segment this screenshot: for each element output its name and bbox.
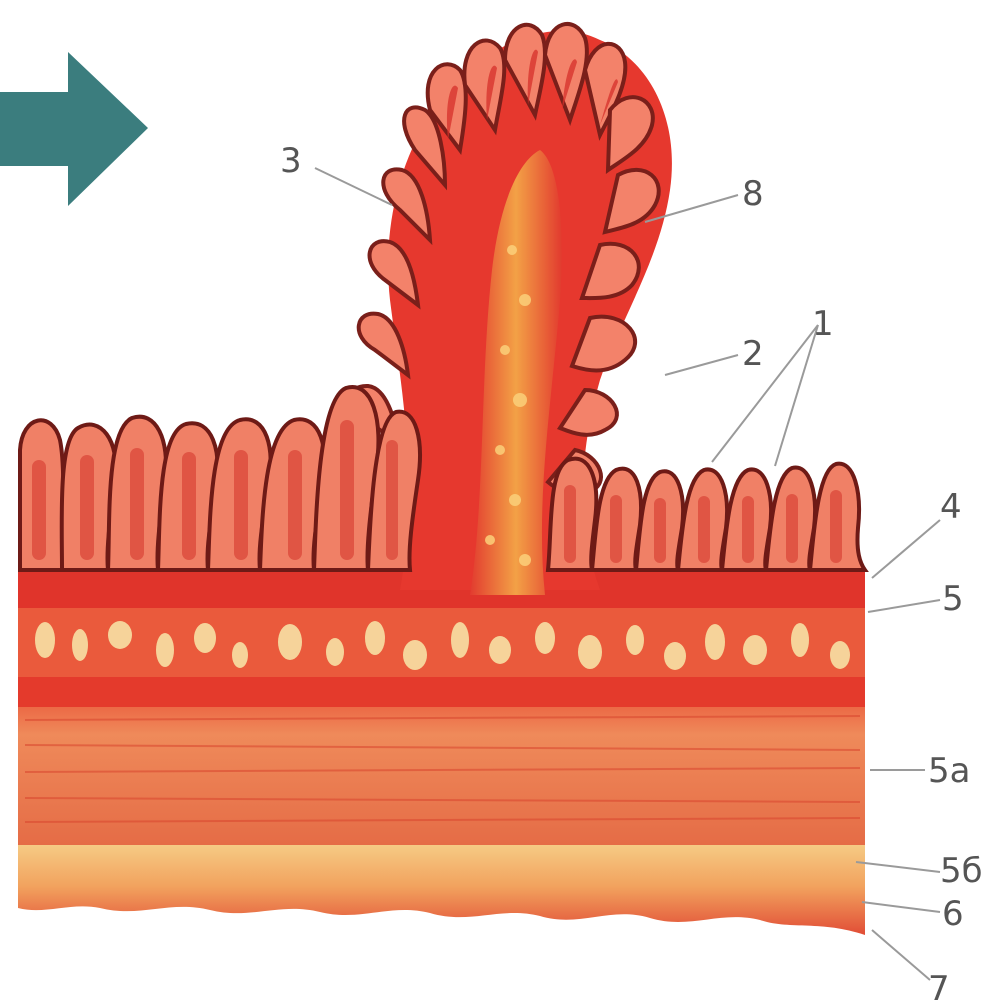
label-5b: 5б bbox=[940, 851, 983, 891]
left-villi bbox=[20, 387, 420, 570]
label-1: 1 bbox=[812, 304, 834, 344]
label-7: 7 bbox=[928, 969, 950, 1006]
pointer-arrow-icon bbox=[0, 52, 148, 206]
label-8: 8 bbox=[742, 174, 764, 214]
label-5a: 5a bbox=[928, 751, 970, 791]
label-6: 6 bbox=[942, 894, 964, 934]
label-3: 3 bbox=[280, 141, 302, 181]
inner-muscle-band bbox=[18, 675, 865, 707]
submucosa-layer bbox=[18, 605, 865, 677]
label-5: 5 bbox=[942, 579, 964, 619]
label-2: 2 bbox=[742, 334, 764, 374]
label-4: 4 bbox=[940, 487, 962, 527]
serosa-layer bbox=[18, 838, 865, 935]
